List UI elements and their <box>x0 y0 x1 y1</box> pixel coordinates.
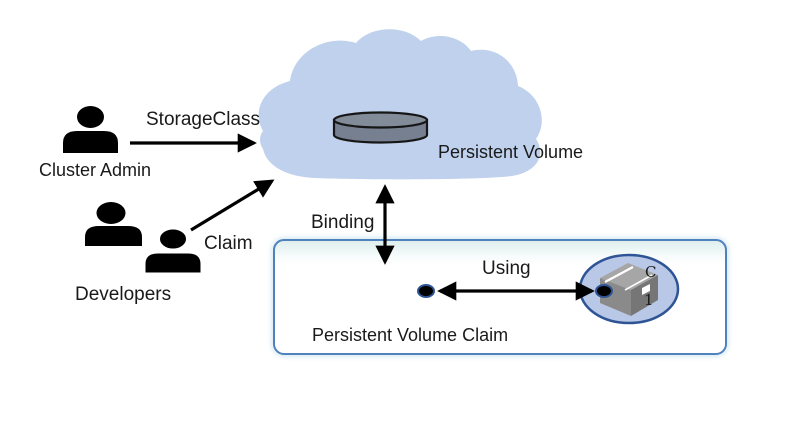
storageclass-label: StorageClass <box>146 109 261 130</box>
endpoint-dot-left-icon <box>417 284 435 298</box>
package-box-icon <box>600 263 658 316</box>
cluster-admin-label: Cluster Admin <box>39 160 152 180</box>
disk-icon <box>332 111 429 144</box>
container-number-label: 1 <box>644 291 654 309</box>
cloud-icon <box>258 29 542 180</box>
claim-label: Claim <box>204 233 253 254</box>
container-letter-label: C <box>645 263 657 281</box>
endpoint-dot-right-icon <box>595 284 613 298</box>
persistent-volume-label: Persistent Volume <box>438 142 584 162</box>
cluster-admin-person-icon <box>63 106 118 153</box>
disk-top <box>332 111 429 129</box>
persistent-volume-claim-label: Persistent Volume Claim <box>312 325 509 345</box>
binding-label: Binding <box>311 212 375 233</box>
claim-arrow <box>190 179 275 232</box>
using-label: Using <box>482 258 531 279</box>
developers-people-icon <box>85 202 204 276</box>
developers-label: Developers <box>75 284 172 305</box>
